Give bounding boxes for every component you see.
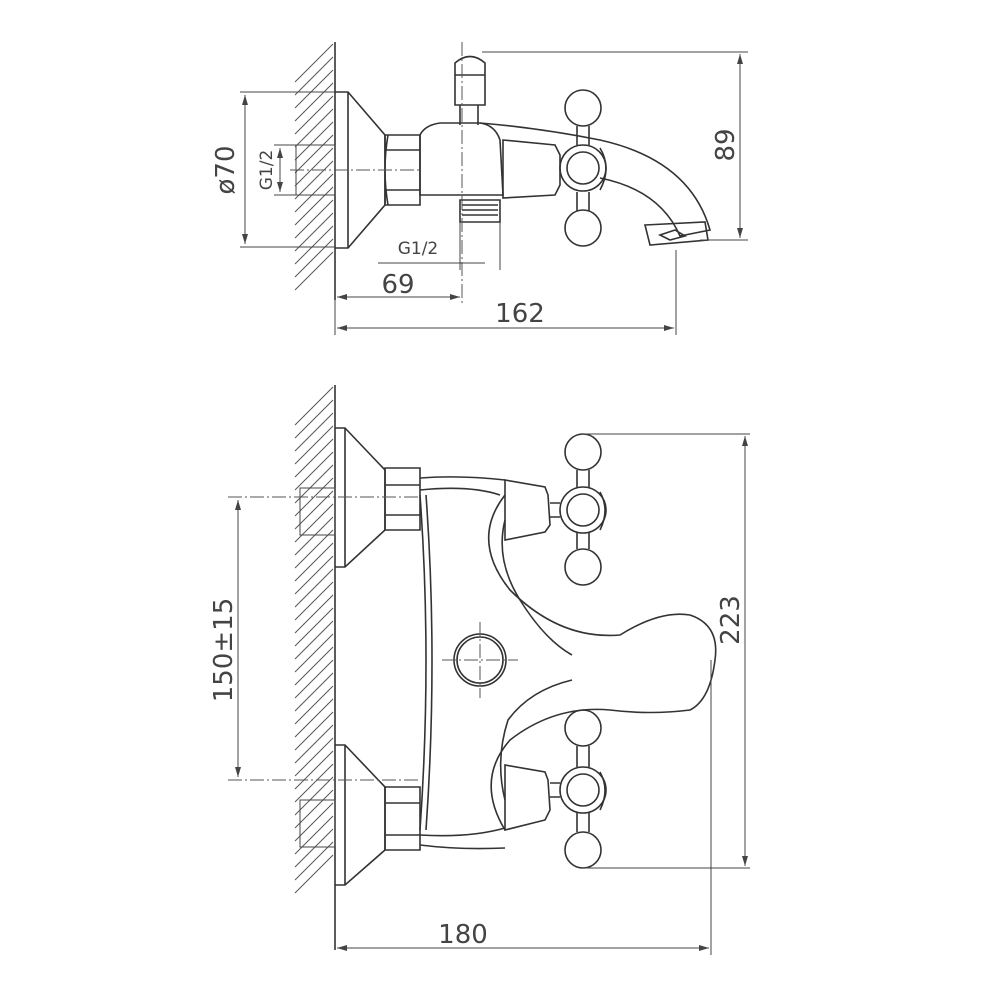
dim-total-depth-front: 180 [337,660,712,955]
hex-nut-upper [384,467,421,531]
dim-height-side: 89 [482,51,748,241]
hex-nut [384,134,421,206]
hatch-line [294,69,334,109]
hatch-line [294,438,334,478]
label-flange-diameter: ø70 [211,146,241,195]
hatch-line [294,173,334,213]
hatch-line [294,555,334,595]
hatch-line [294,841,334,881]
hatch-line [294,147,334,187]
hatch-line [294,186,334,226]
cross-handle-side [559,89,607,247]
hatch-line [294,594,334,634]
label-inlet-thread: G1/2 [257,150,277,191]
hatch-line [294,477,334,517]
hatch-line [294,425,334,465]
hatch-line [294,659,334,699]
hatch-line [294,212,334,252]
hatch-line [294,854,334,894]
hatch-line [294,160,334,200]
hatch-line [294,620,334,660]
hatch-line [294,646,334,686]
hatch-line [294,581,334,621]
hatch-line [294,412,334,452]
spout-inner [499,519,573,801]
wall-hatching-top [294,43,334,291]
hatch-line [294,828,334,868]
hatch-line [294,529,334,569]
inlet-pipe-lower [299,799,336,848]
label-height-side: 89 [711,128,741,161]
valve-body [502,139,561,199]
hatch-line [294,199,334,239]
dim-diverter-offset: 69 [337,270,460,300]
hatch-line [294,121,334,161]
shower-outlet-thread [459,199,501,223]
cross-handle-upper [550,433,607,586]
label-inlet-spacing: 150±15 [209,598,239,703]
hatch-line [294,56,334,96]
valve-body-upper [504,479,551,541]
label-total-depth-side: 162 [495,299,545,329]
hatch-line [294,737,334,777]
front-view: 150±15 223 180 [209,385,750,955]
label-diverter-offset: 69 [381,270,414,300]
hatch-line [294,672,334,712]
hatch-line [294,542,334,582]
dim-inlet-spacing: 150±15 [209,500,241,777]
dim-inlet-thread: G1/2 [257,144,300,196]
hatch-line [294,607,334,647]
label-outlet-thread: G1/2 [398,239,439,259]
hatch-line [294,698,334,738]
label-total-depth-front: 180 [438,920,488,950]
hatch-line [294,134,334,174]
hatch-line [294,789,334,829]
dim-total-depth-side: 162 [334,250,677,335]
hatch-line [294,685,334,725]
shower-outlet-front [442,622,518,698]
inlet-pipe-upper [299,487,336,536]
hatch-line [294,251,334,291]
hatch-line [294,802,334,842]
hatch-line [294,763,334,803]
wall-flange-lower [335,744,386,886]
hatch-line [294,503,334,543]
mixer-body-front [419,476,506,850]
dim-outlet-thread: G1/2 [378,222,501,270]
hatch-line [294,399,334,439]
hatch-line [294,711,334,751]
wall-hatching-bottom [294,386,334,894]
hatch-line [294,451,334,491]
label-total-height: 223 [716,595,746,645]
hatch-line [294,724,334,764]
hatch-line [294,95,334,135]
dim-flange-diameter: ø70 [211,91,335,248]
hatch-line [294,750,334,790]
hatch-line [294,568,334,608]
side-view: ø70 G1/2 G1/2 69 162 89 [211,42,748,335]
spout-front [487,494,717,831]
valve-body-lower [504,764,551,832]
hatch-line [294,815,334,855]
spout [479,122,712,237]
hatch-line [294,238,334,278]
hatch-line [294,516,334,556]
hatch-line [294,776,334,816]
hatch-line [294,225,334,265]
hatch-line [294,43,334,83]
dim-total-height: 223 [583,433,750,869]
spout-aerator [643,221,709,246]
cross-handle-lower [550,709,607,869]
hatch-line [294,633,334,673]
hatch-line [294,386,334,426]
hatch-line [294,108,334,148]
hex-nut-lower [384,786,421,851]
hatch-line [294,82,334,122]
diverter-knob [454,55,486,125]
